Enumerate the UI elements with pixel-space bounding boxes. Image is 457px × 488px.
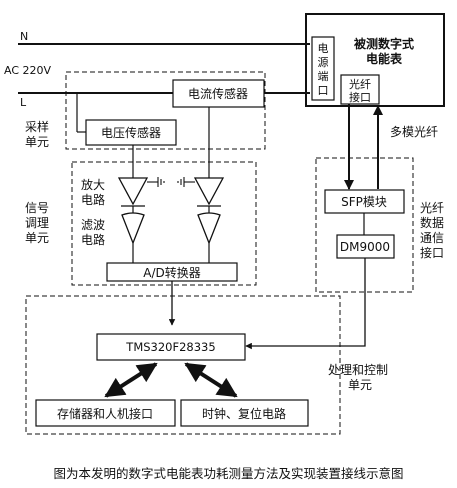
amp-label-2: 电路 bbox=[81, 192, 105, 207]
fiber-interface-label-1: 光纤 bbox=[420, 201, 444, 215]
current-sensor-box bbox=[172, 79, 265, 108]
dsp-label: TMS320F28335 bbox=[125, 340, 215, 354]
conditioning-unit-label-2: 调理 bbox=[25, 216, 49, 230]
dm9000-to-dsp-line bbox=[245, 258, 366, 350]
conditioning-unit-label-1: 信号 bbox=[25, 201, 49, 215]
figure-caption: 图为本发明的数字式电能表功耗测量方法及实现装置接线示意图 bbox=[53, 466, 404, 481]
fiber-port-line1: 光纤 bbox=[349, 77, 371, 91]
sfp-module-label: SFP模块 bbox=[341, 195, 387, 209]
ground-symbol-left bbox=[147, 177, 165, 187]
dsp-clock-arrow bbox=[184, 362, 238, 398]
amp-label-1: 放大 bbox=[81, 177, 105, 192]
meter-title-line1: 被测数字式 bbox=[354, 36, 414, 51]
voltage-sensor-label: 电压传感器 bbox=[101, 125, 161, 140]
voltage-sensor-box bbox=[85, 119, 177, 146]
power-port-char-2: 源 bbox=[318, 55, 329, 69]
ground-symbol-right bbox=[177, 177, 195, 187]
filter-label-1: 滤波 bbox=[81, 218, 105, 232]
filter-label-2: 电路 bbox=[81, 232, 105, 247]
fiber-port-box bbox=[340, 74, 380, 105]
power-port-char-1: 电 bbox=[318, 42, 329, 55]
clock-reset-box bbox=[180, 399, 309, 427]
storage-hmi-label: 存储器和人机接口 bbox=[57, 406, 153, 421]
current-amplifier bbox=[193, 177, 225, 206]
fiber-interface-label-2: 数据 bbox=[420, 215, 444, 230]
conditioning-unit-label-3: 单元 bbox=[25, 231, 49, 245]
fiber-interface-label-4: 接口 bbox=[420, 245, 444, 260]
processing-unit-label-1: 处理和控制 bbox=[328, 363, 388, 377]
dsp-storage-arrow bbox=[104, 362, 158, 398]
sampling-unit-frame bbox=[65, 71, 266, 150]
sampling-unit-label-1: 采样 bbox=[25, 119, 49, 134]
ac-voltage-label: AC 220V bbox=[4, 64, 52, 77]
power-port-box bbox=[311, 36, 335, 101]
multimode-fiber-label: 多模光纤 bbox=[390, 125, 438, 139]
fiber-interface-label-3: 通信 bbox=[420, 231, 444, 245]
meter-title-line2: 电能表 bbox=[366, 51, 403, 66]
current-filter bbox=[197, 212, 221, 245]
dm9000-label: DM9000 bbox=[340, 240, 390, 254]
voltage-amplifier bbox=[117, 177, 149, 206]
power-port-char-3: 端 bbox=[318, 70, 329, 83]
processing-unit-frame bbox=[25, 295, 341, 435]
fiber-port-line2: 接口 bbox=[349, 91, 371, 104]
adc-label: A/D转换器 bbox=[143, 265, 201, 280]
sampling-unit-label-2: 单元 bbox=[25, 135, 49, 149]
power-port-char-4: 口 bbox=[318, 84, 329, 97]
n-label: N bbox=[20, 30, 28, 43]
clock-reset-label: 时钟、复位电路 bbox=[202, 406, 286, 421]
processing-unit-label-2: 单元 bbox=[348, 378, 372, 392]
voltage-filter bbox=[121, 212, 145, 245]
dsp-box bbox=[96, 333, 246, 361]
l-label: L bbox=[20, 96, 27, 109]
current-sensor-label: 电流传感器 bbox=[188, 86, 248, 101]
storage-hmi-box bbox=[35, 399, 176, 427]
fiber-interface-frame bbox=[315, 157, 414, 293]
conditioning-unit-frame bbox=[71, 161, 257, 286]
